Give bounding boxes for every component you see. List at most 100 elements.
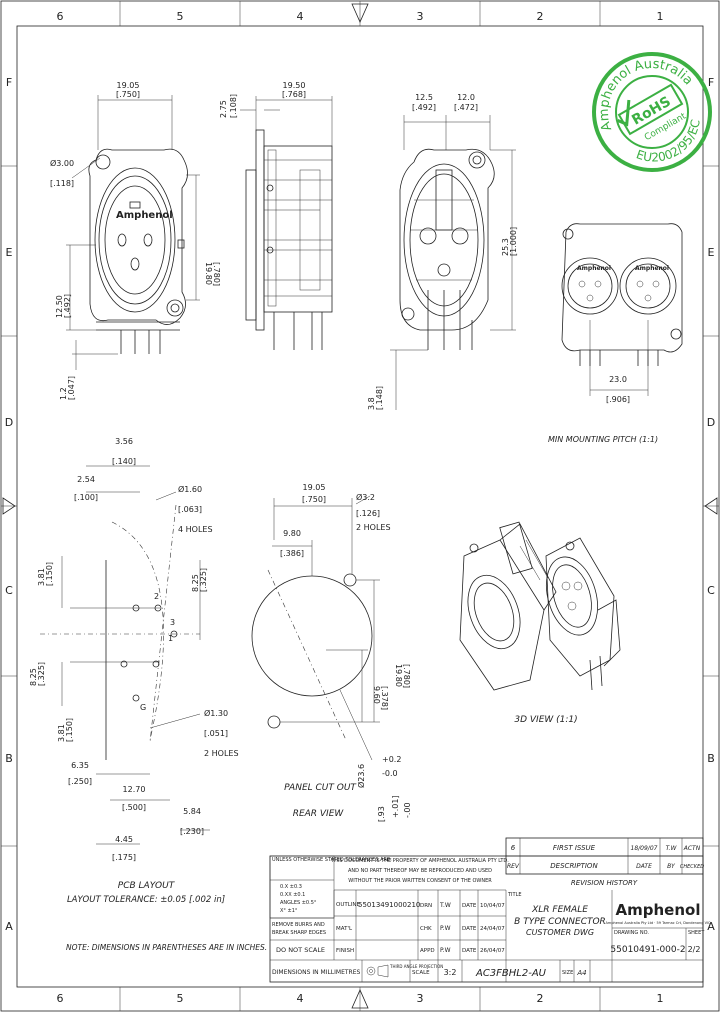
dim-text: 2 HOLES <box>204 749 239 758</box>
row-label: B <box>707 752 715 765</box>
dim-text: [.108] <box>229 94 238 118</box>
row-label: D <box>707 416 715 429</box>
col-label: 6 <box>57 992 64 1005</box>
title-line: B TYPE CONNECTOR <box>514 917 606 927</box>
do-not-scale: DO NOT SCALE <box>276 946 325 954</box>
dim-text: -.00 <box>403 802 412 818</box>
dim-text: [.051] <box>204 729 228 738</box>
finish-label: FINISH <box>336 948 354 954</box>
dim-text: 8.25 <box>29 668 38 686</box>
copyright-line: THIS DOCUMENT IS THE PROPERTY OF AMPHENO… <box>330 858 509 864</box>
rev-cell: 6 <box>511 844 516 852</box>
col-label: 1 <box>657 10 664 23</box>
sheet-value: 2/2 <box>688 945 701 954</box>
dim-text: 9.60 <box>372 686 381 704</box>
dim-text: 4.45 <box>115 835 133 844</box>
rohs-check-icon <box>616 99 631 127</box>
rev-cell: ACTN <box>683 845 701 852</box>
dim-text: 19.80 <box>394 664 403 687</box>
scale-value: 3:2 <box>444 968 457 977</box>
title-label: TITLE <box>507 892 522 898</box>
dim-text: [.472] <box>454 103 478 112</box>
date-label: DATE <box>462 948 477 954</box>
dim-text: [.780] <box>212 262 221 286</box>
units-note: DIMENSIONS IN MILLIMETRES <box>272 969 361 976</box>
pin-label: 1 <box>168 634 173 643</box>
material-label: MAT'L <box>336 926 353 932</box>
scale-label: SCALE <box>412 970 430 976</box>
dim-text: 19.05 <box>303 483 326 492</box>
row-label: F <box>6 76 12 89</box>
burr-note: BREAK SHARP EDGES <box>272 930 326 936</box>
dim-text: [.492] <box>63 294 72 318</box>
copyright-line: WITHOUT THE PRIOR WRITTEN CONSENT OF THE… <box>348 878 492 884</box>
dim-text: [.325] <box>199 568 208 592</box>
date-label: DATE <box>462 903 477 909</box>
dim-text: 12.5 <box>415 93 433 102</box>
pitch-brand: Amphenol <box>635 265 669 272</box>
dim-text: 25.3 <box>501 238 510 256</box>
col-label: 5 <box>177 10 184 23</box>
dim-text: +.01] <box>391 795 400 818</box>
dim-text: 3.56 <box>115 437 133 446</box>
row-label: A <box>707 920 715 933</box>
drn-label: DRN <box>420 903 432 909</box>
rohs-stamp: Amphenol Australia EU2002/95/EC RoHS Com… <box>577 37 713 178</box>
dim-text: 8.25 <box>191 574 200 592</box>
row-label: C <box>5 584 13 597</box>
dim-text: [.93 <box>377 806 386 822</box>
sheet-label: SHEET <box>688 930 705 936</box>
tol-title: UNLESS OTHERWISE STATED TOLERANCES ARE: <box>272 857 392 863</box>
col-label: 4 <box>297 10 304 23</box>
dim-text: [.126] <box>356 509 380 518</box>
front-view: Amphenol 19.05 [.750] Ø3.00 [.118] 19.80… <box>50 81 221 400</box>
col-label: 2 <box>537 10 544 23</box>
pcb-tolerance: LAYOUT TOLERANCE: ±0.05 [.002 in] <box>67 895 225 905</box>
panel-subtitle: REAR VIEW <box>293 809 345 819</box>
dim-text: [.150] <box>65 718 74 742</box>
dim-text: Ø3.00 <box>50 158 74 168</box>
dim-text: [.325] <box>37 662 46 686</box>
dim-text: [.378] <box>380 686 389 710</box>
dim-text: [.063] <box>178 505 202 514</box>
dim-text: 19.50 <box>283 81 306 90</box>
projection-label: THIRD ANGLE PROJECTION <box>389 964 443 969</box>
dim-text: 6.35 <box>71 761 89 770</box>
dwg-no: 55010491-000-2 <box>610 945 685 955</box>
revision-title: REVISION HISTORY <box>571 879 638 887</box>
rev-cell: CHECKED <box>680 864 704 870</box>
row-label: D <box>5 416 13 429</box>
dim-text: [.500] <box>122 803 146 812</box>
panel-title: PANEL CUT OUT <box>284 783 357 793</box>
dim-text: 19.80 <box>204 262 213 285</box>
row-label: E <box>708 246 715 259</box>
company-logo: Amphenol <box>616 901 701 919</box>
dim-text: 4 HOLES <box>178 525 213 534</box>
dim-text: 1.2 <box>59 387 68 400</box>
pin-label: 3 <box>170 618 175 627</box>
size-label: SIZE <box>562 970 573 976</box>
dim-text: [.100] <box>74 493 98 502</box>
pitch-brand: Amphenol <box>577 265 611 272</box>
dim-text: [1.000] <box>509 227 518 256</box>
copyright-line: AND NO PART THEREOF MAY BE REPRODUCED AN… <box>348 868 492 874</box>
dim-text: 3.81 <box>57 724 66 742</box>
rev-cell: T.W <box>666 845 678 852</box>
chk-label: CHK <box>420 926 432 932</box>
dim-text: 3.8 <box>367 397 376 410</box>
row-label: B <box>5 752 13 765</box>
dim-text: [.780] <box>402 664 411 688</box>
rev-cell: DATE <box>636 863 652 870</box>
col-label: 3 <box>417 10 424 23</box>
dim-text: 19.05 <box>117 81 140 90</box>
chk-value: P.W <box>440 925 451 932</box>
dim-text: 2.75 <box>219 100 228 118</box>
dim-text: [.492] <box>412 103 436 112</box>
dwg-no-label: DRAWING NO. <box>614 930 649 936</box>
rev-cell: REV <box>507 863 520 870</box>
row-label: C <box>707 584 715 597</box>
title-line: XLR FEMALE <box>531 905 588 915</box>
dim-text: [.250] <box>68 777 92 786</box>
col-label: 6 <box>57 10 64 23</box>
row-label: F <box>708 76 714 89</box>
